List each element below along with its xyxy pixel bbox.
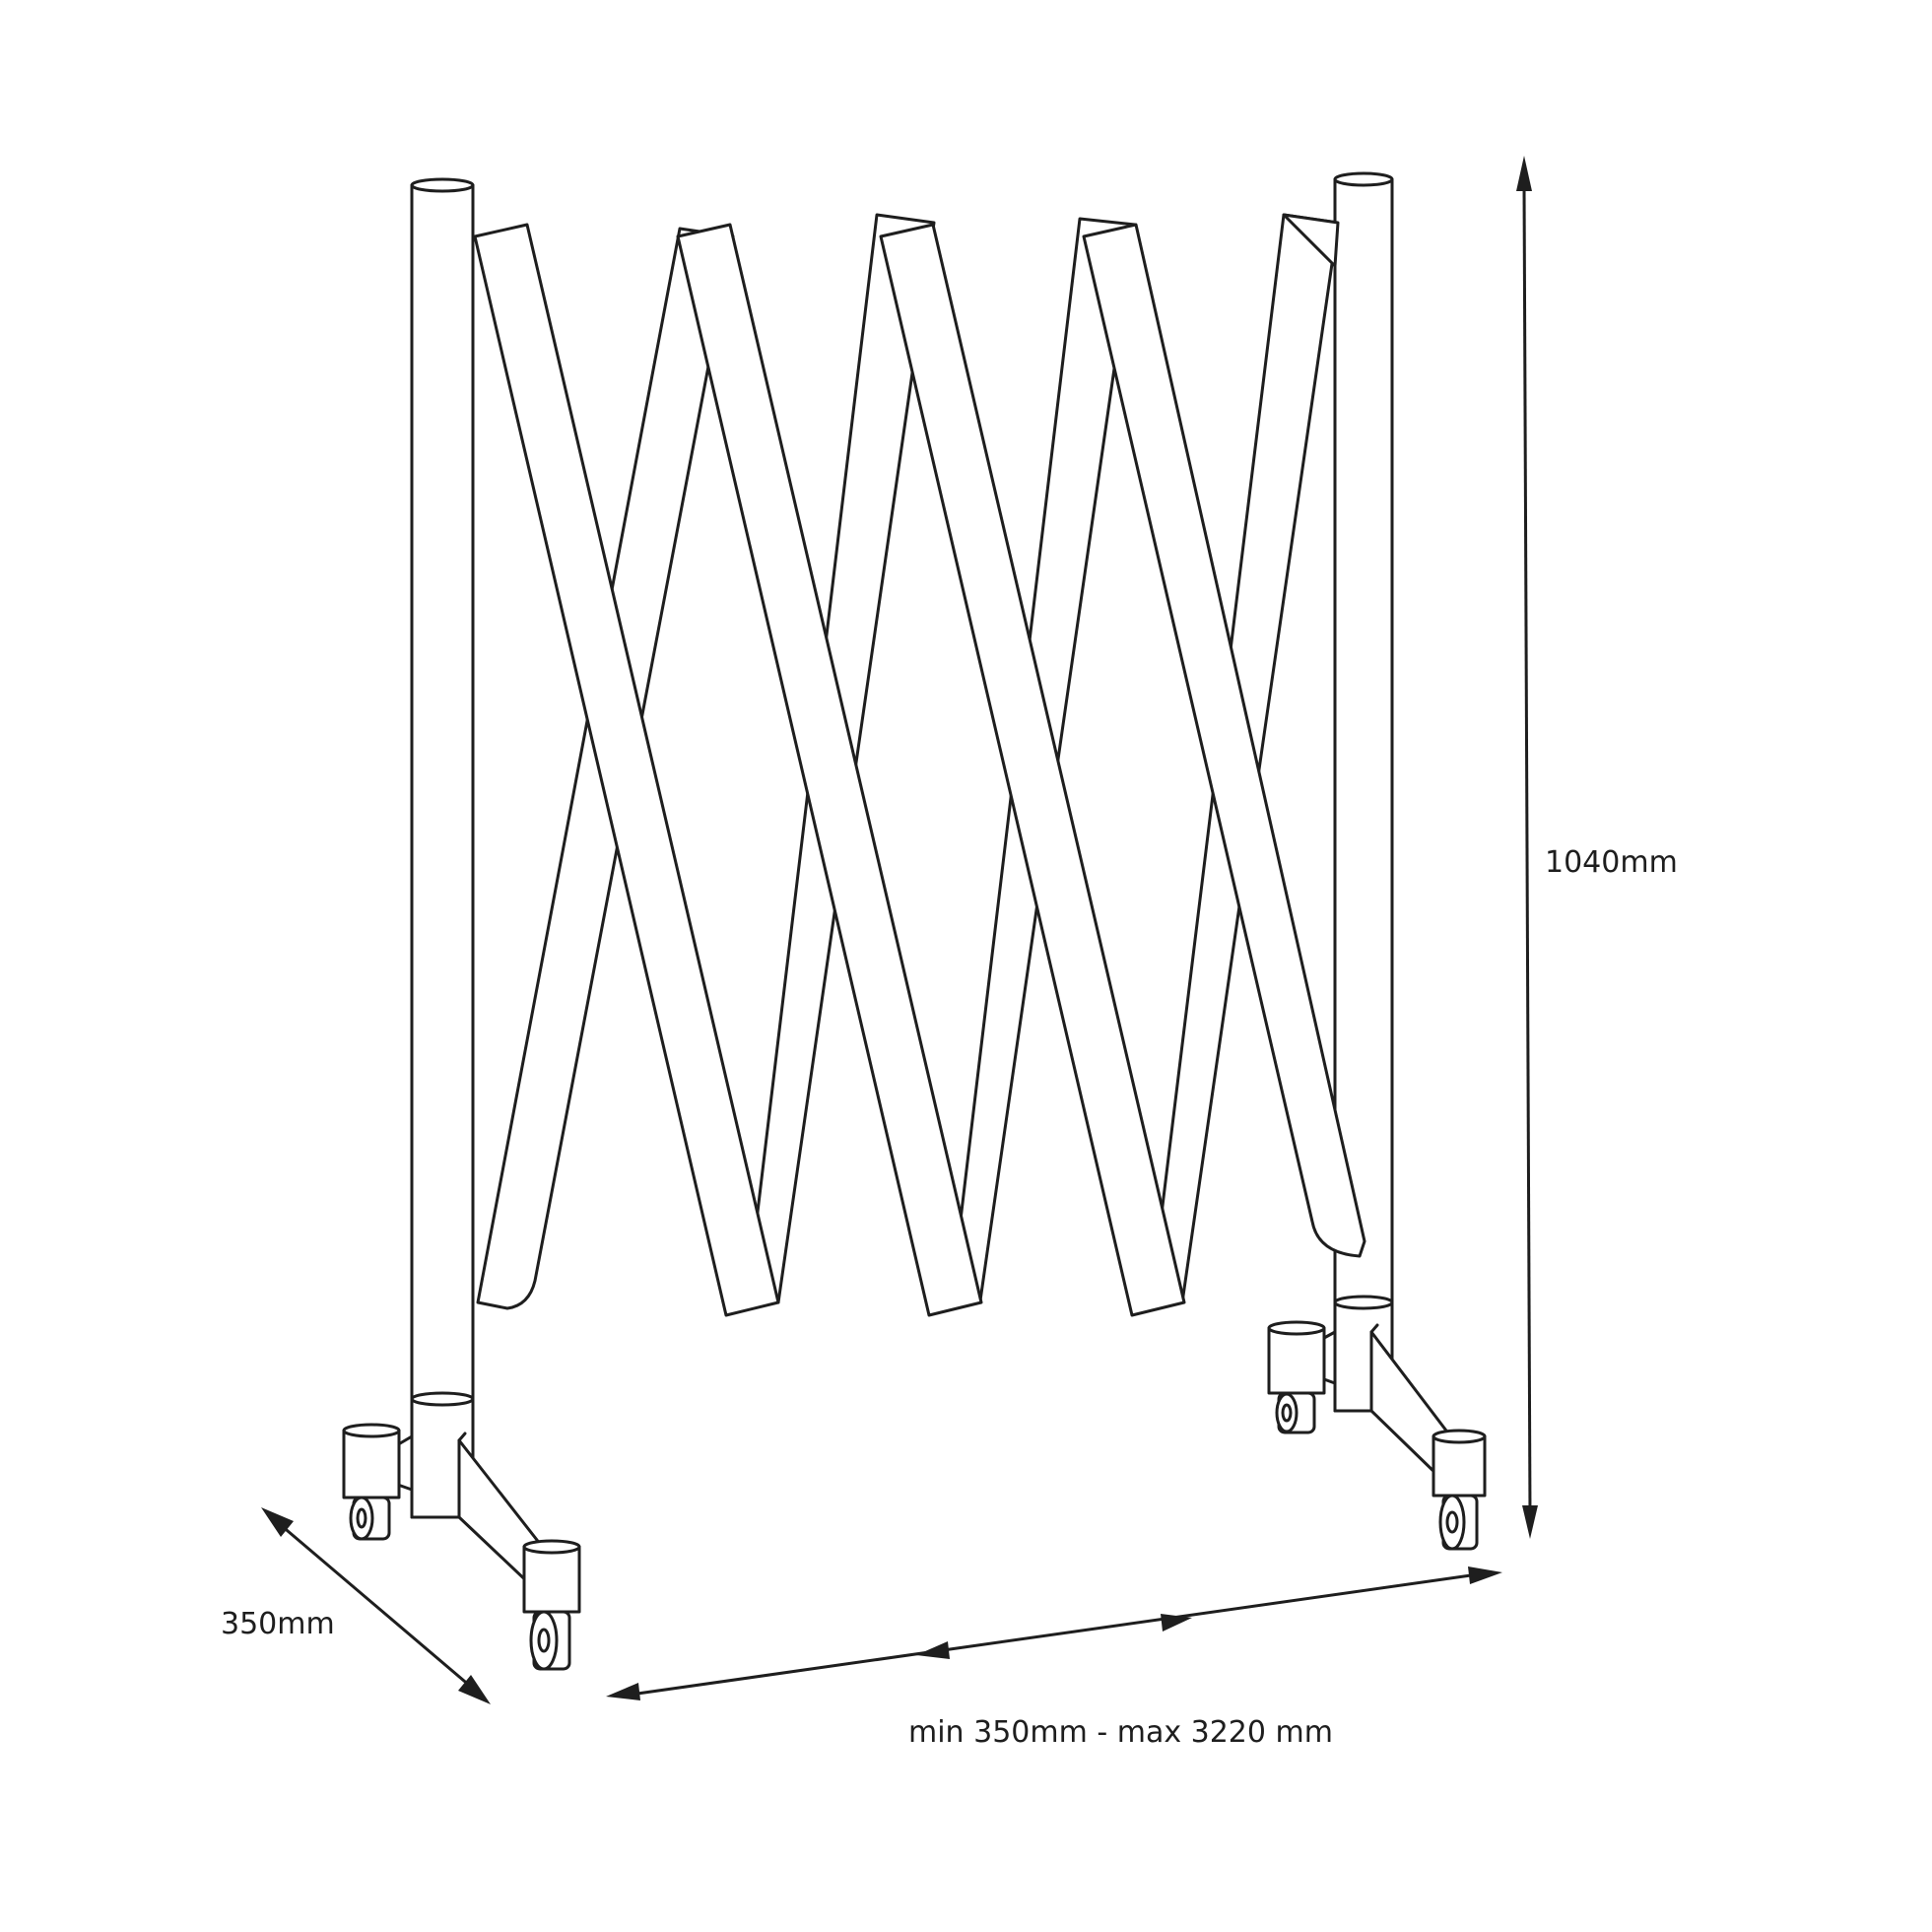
height-label: 1040mm bbox=[1545, 845, 1678, 880]
back-bar-5 bbox=[1282, 213, 1340, 268]
front-bar-4 bbox=[1082, 223, 1366, 1258]
left-post bbox=[410, 177, 475, 1519]
depth-label: 350mm bbox=[221, 1607, 335, 1641]
height-dimension-arrow bbox=[1516, 156, 1538, 1539]
width-range-label: min 350mm - max 3220 mm bbox=[908, 1715, 1333, 1750]
left-base bbox=[342, 1423, 581, 1671]
front-bar-3 bbox=[879, 223, 1186, 1317]
front-bar-2 bbox=[676, 223, 983, 1317]
depth-dimension-arrow bbox=[261, 1507, 491, 1704]
width-dimension-arrow bbox=[606, 1566, 1502, 1700]
front-scissor-bars bbox=[473, 223, 1366, 1317]
right-base bbox=[1267, 1320, 1487, 1551]
front-bar-1 bbox=[473, 223, 780, 1317]
